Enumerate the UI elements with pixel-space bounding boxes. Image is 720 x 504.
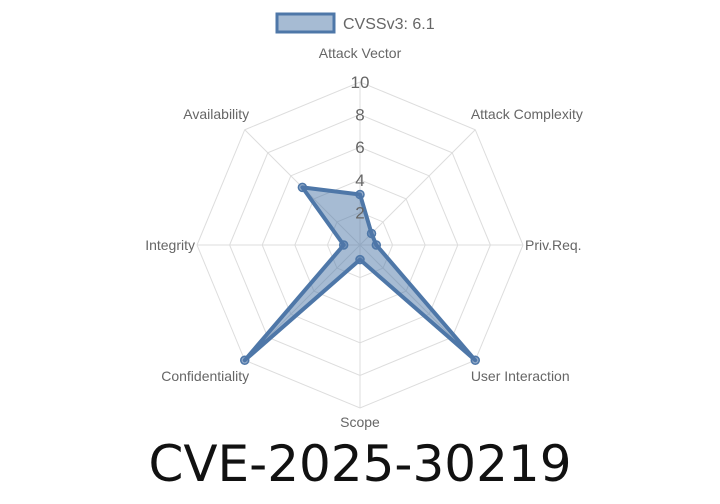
axis-label: Availability bbox=[183, 106, 249, 122]
tick-label: 10 bbox=[351, 73, 370, 92]
tick-label: 6 bbox=[355, 138, 364, 157]
axis-label: Integrity bbox=[145, 237, 195, 253]
tick-label: 4 bbox=[355, 171, 364, 190]
legend-label: CVSSv3: 6.1 bbox=[343, 16, 435, 33]
axis-label: Scope bbox=[340, 414, 380, 430]
data-point bbox=[366, 228, 377, 239]
axis-label: Attack Vector bbox=[319, 45, 402, 61]
data-point bbox=[338, 240, 349, 250]
data-point bbox=[297, 182, 308, 193]
axis-label: Confidentiality bbox=[161, 368, 249, 384]
page-title: CVE-2025-30219 bbox=[148, 435, 572, 493]
data-point bbox=[371, 240, 382, 250]
legend-swatch bbox=[275, 12, 336, 34]
axis-label: Attack Complexity bbox=[471, 106, 583, 122]
axis-label: User Interaction bbox=[471, 368, 570, 384]
axis-label: Priv.Req. bbox=[525, 237, 582, 253]
grid-spoke bbox=[359, 129, 476, 246]
data-point bbox=[470, 355, 481, 366]
data-point bbox=[355, 189, 365, 200]
tick-label: 2 bbox=[355, 203, 364, 222]
tick-label: 8 bbox=[355, 106, 364, 125]
data-point bbox=[239, 355, 250, 366]
data-point bbox=[355, 254, 365, 265]
